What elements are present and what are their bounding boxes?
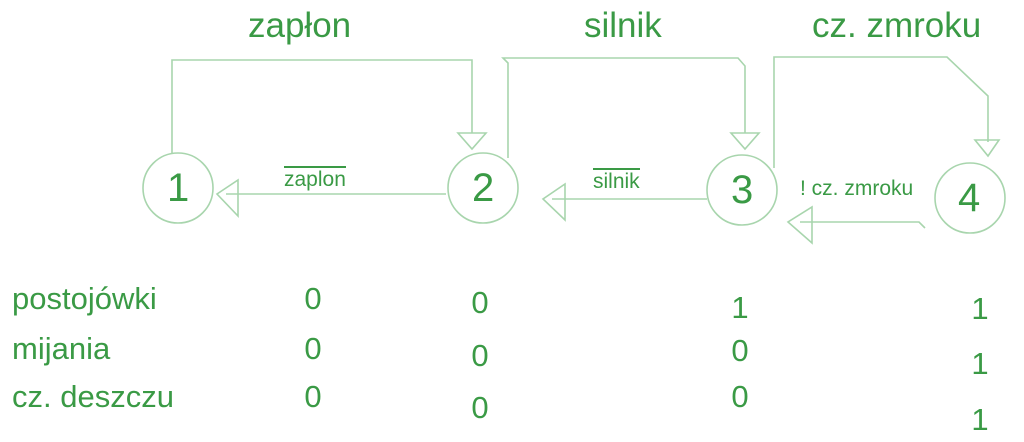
arrowhead-open-left: [786, 205, 813, 245]
output-value-cz-deszczu-state1: 0: [304, 379, 322, 414]
node-label-1: 1: [167, 166, 190, 210]
node-label-3: 3: [731, 168, 754, 212]
node-label-2: 2: [472, 166, 495, 210]
transition-arrow-2-to-1[interactable]: [215, 178, 446, 218]
transition-arrow-3-to-2[interactable]: [541, 182, 707, 222]
edge-label-not-silnik: silnik: [593, 168, 640, 193]
edge-label-not-cz-zmroku: ! cz. zmroku: [800, 177, 914, 200]
output-row-label-postojowki: postojówki: [12, 281, 157, 316]
output-value-cz-deszczu-state3: 0: [731, 379, 749, 414]
transition-title-zaplon: zapłon: [248, 6, 352, 45]
arrowhead-open-down: [456, 132, 488, 151]
node-label-4: 4: [958, 176, 981, 220]
output-row-label-mijania: mijania: [12, 331, 111, 366]
edge-label-not-zaplon: zaplon: [284, 166, 346, 191]
transition-arrow-1-to-2[interactable]: [171, 59, 488, 153]
transition-title-silnik: silnik: [584, 6, 662, 45]
transition-arrow-4-to-3[interactable]: [786, 205, 926, 245]
transition-arrow-2-to-3[interactable]: [501, 57, 761, 158]
output-value-postojowki-state2: 0: [471, 285, 489, 320]
output-value-mijania-state3: 0: [731, 333, 749, 368]
output-value-mijania-state1: 0: [304, 331, 322, 366]
node-circle-1[interactable]: [142, 152, 214, 224]
output-row-label-cz-deszczu: cz. deszczu: [12, 379, 174, 414]
arrowhead-open-down: [729, 132, 761, 151]
transition-arrow-3-to-4[interactable]: [773, 56, 1001, 168]
output-value-mijania-state2: 0: [471, 338, 489, 373]
output-value-postojowki-state3: 1: [731, 290, 749, 325]
output-value-postojowki-state4: 1: [971, 291, 989, 326]
output-value-cz-deszczu-state4: 1: [971, 402, 989, 437]
arrowhead-open-down: [973, 139, 1001, 158]
arrowhead-open-left: [215, 178, 239, 218]
arrowhead-open-left: [541, 182, 566, 222]
node-circle-3[interactable]: [706, 154, 778, 226]
output-value-cz-deszczu-state2: 0: [471, 390, 489, 425]
output-value-postojowki-state1: 0: [304, 281, 322, 316]
node-circle-2[interactable]: [447, 152, 519, 224]
node-circles: [142, 152, 1006, 234]
output-value-mijania-state4: 1: [971, 346, 989, 381]
node-circle-4[interactable]: [934, 162, 1006, 234]
transition-title-cz-zmroku: cz. zmroku: [812, 6, 982, 45]
